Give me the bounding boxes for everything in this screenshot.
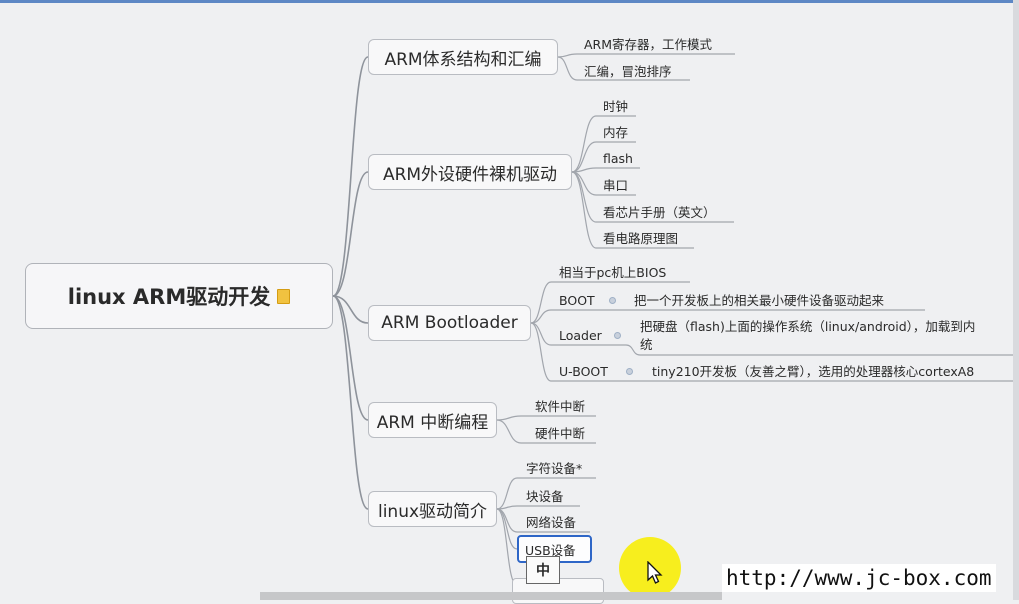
- topic-clock[interactable]: 时钟: [603, 99, 629, 114]
- branch-linux-driver-intro[interactable]: linux驱动简介: [368, 491, 497, 527]
- horizontal-scrollbar[interactable]: [260, 592, 722, 600]
- topic-software-interrupt[interactable]: 软件中断: [535, 399, 586, 414]
- topic-hardware-interrupt[interactable]: 硬件中断: [535, 426, 586, 441]
- topic-network-device[interactable]: 网络设备: [526, 515, 577, 530]
- root-node-label: linux ARM驱动开发: [67, 285, 271, 309]
- connector-root-linux-driver: [332, 295, 369, 510]
- topic-memory[interactable]: 内存: [603, 125, 629, 140]
- branch-arm-interrupt[interactable]: ARM 中断编程: [368, 402, 497, 438]
- topic-bios-equivalent[interactable]: 相当于pc机上BIOS: [559, 265, 667, 280]
- branch-arm-bootloader[interactable]: ARM Bootloader: [368, 305, 531, 341]
- topic-chip-manual[interactable]: 看芯片手册（英文）: [603, 205, 716, 220]
- mouse-cursor-icon: [647, 561, 663, 584]
- topic-boot-detail[interactable]: 把一个开发板上的相关最小硬件设备驱动起来: [634, 293, 885, 308]
- topic-loader-detail-line2: 统: [640, 337, 653, 352]
- topic-assembly-bubble-sort[interactable]: 汇编，冒泡排序: [584, 64, 672, 79]
- note-icon[interactable]: [277, 288, 291, 304]
- topic-block-device[interactable]: 块设备: [526, 489, 564, 504]
- topic-u-boot-detail[interactable]: tiny210开发板（友善之臂），选用的处理器核心cortexA8: [652, 364, 975, 379]
- vertical-scrollbar-track[interactable]: [1013, 0, 1019, 600]
- branch-arm-architecture[interactable]: ARM体系结构和汇编: [368, 39, 558, 75]
- connector-root-arm-arch: [332, 56, 369, 297]
- collapse-toggle-boot[interactable]: [609, 297, 616, 304]
- ime-mode-indicator[interactable]: 中: [526, 556, 560, 584]
- topic-serial-port[interactable]: 串口: [603, 178, 629, 193]
- topic-loader-detail-line1[interactable]: 把硬盘（flash)上面的操作系统（linux/android），加载到内: [640, 319, 976, 334]
- topic-boot[interactable]: BOOT: [559, 293, 595, 308]
- topic-char-device[interactable]: 字符设备*: [526, 461, 583, 476]
- topic-loader[interactable]: Loader: [559, 328, 602, 343]
- branch-arm-peripheral-drivers[interactable]: ARM外设硬件裸机驱动: [368, 154, 572, 190]
- connector-root-interrupt: [332, 295, 369, 421]
- topic-arm-registers[interactable]: ARM寄存器，工作模式: [584, 37, 713, 52]
- window-top-edge: [0, 0, 1019, 3]
- watermark-url: http://www.jc-box.com: [722, 564, 996, 592]
- topic-flash[interactable]: flash: [603, 151, 633, 166]
- connector-root-peripheral: [332, 171, 369, 297]
- collapse-toggle-loader[interactable]: [614, 332, 621, 339]
- connector-root-bootloader: [332, 295, 369, 324]
- topic-u-boot[interactable]: U-BOOT: [559, 364, 608, 379]
- collapse-toggle-u-boot[interactable]: [626, 368, 633, 375]
- topic-schematic[interactable]: 看电路原理图: [603, 231, 679, 246]
- root-node[interactable]: linux ARM驱动开发: [25, 263, 333, 329]
